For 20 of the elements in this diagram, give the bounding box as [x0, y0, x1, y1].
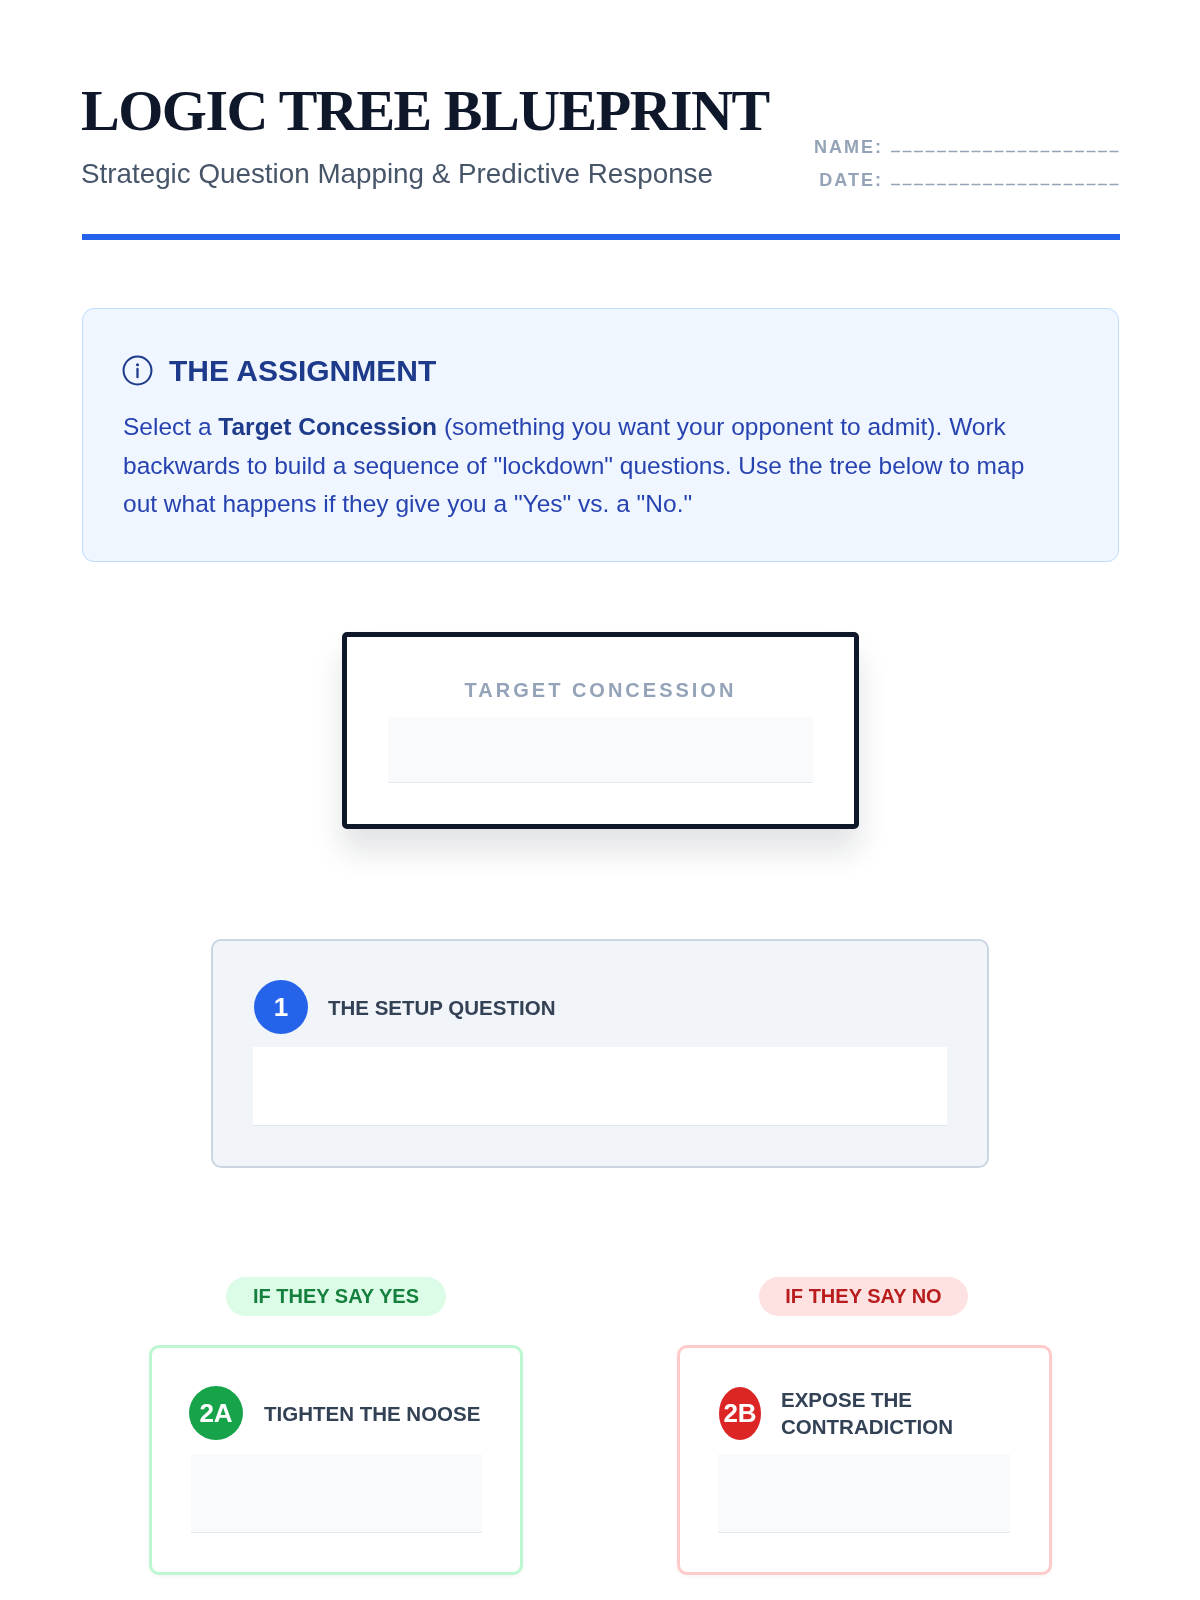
branch-card [149, 1345, 523, 1575]
panel-heading: THE ASSIGNMENT [169, 353, 437, 389]
branch-tag: IF THEY SAY YES [226, 1277, 446, 1316]
field-label: TARGET CONCESSION [463, 678, 738, 702]
question-heading: EXPOSE THE CONTRADICTION [781, 1387, 954, 1440]
instruction-panel [82, 308, 1119, 562]
subtitle: Strategic Question Mapping & Predictive Response [81, 158, 713, 190]
question-heading: THE SETUP QUESTION [328, 995, 556, 1021]
question-card [211, 939, 989, 1168]
branch-tag: IF THEY SAY NO [759, 1277, 968, 1316]
instructions-text: Select a Target Concession (something you want your opponent to admit). Work backwards to build a sequence of "lockdown" questions. Use the tree below to map out what happens if they give you a "Yes" vs. a "No." [123, 412, 1026, 519]
field-label: DATE: [819, 169, 883, 191]
step-number: 2B [719, 1387, 761, 1440]
step-number: 1 [254, 980, 308, 1034]
field-label: NAME: [814, 136, 883, 158]
page-title: LOGIC TREE BLUEPRINT [81, 81, 769, 141]
target-card [342, 632, 859, 829]
branch-card [677, 1345, 1052, 1575]
question-heading: TIGHTEN THE NOOSE [264, 1401, 481, 1427]
step-number: 2A [189, 1386, 243, 1440]
